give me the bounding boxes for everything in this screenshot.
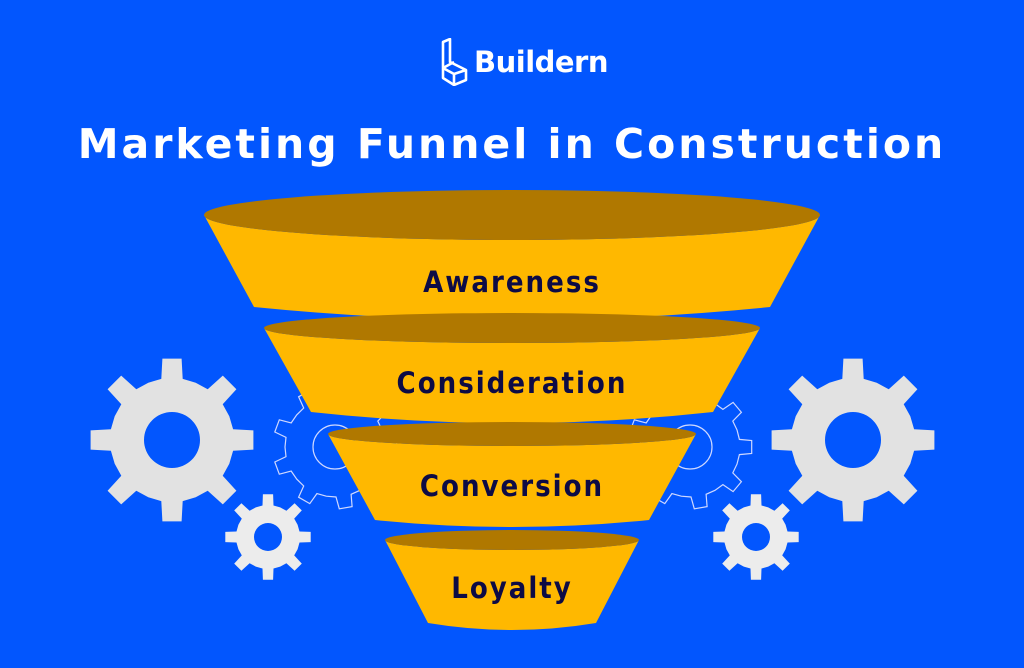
stage-label-awareness: Awareness xyxy=(423,265,601,299)
funnel-segment-2 xyxy=(264,328,760,423)
gear-small-icon xyxy=(225,494,311,580)
brand-logo: Buildern xyxy=(440,38,609,86)
funnel-segment-4 xyxy=(385,540,639,630)
funnel-segment-3 xyxy=(328,434,696,527)
building-outline-icon xyxy=(441,38,468,86)
page-title: Marketing Funnel in Construction xyxy=(77,120,947,168)
stage-label-loyalty: Loyalty xyxy=(451,571,573,605)
gear-icon xyxy=(771,358,935,522)
brand-name: Buildern xyxy=(474,45,609,79)
funnel-rim-1 xyxy=(204,190,820,240)
funnel-rim-3 xyxy=(328,422,696,446)
gear-icon xyxy=(90,358,254,522)
gear-small-icon xyxy=(713,494,799,580)
funnel-rim-4 xyxy=(385,530,639,550)
stage-label-conversion: Conversion xyxy=(419,469,605,503)
funnel-rim-2 xyxy=(264,313,760,343)
funnel-segment-1 xyxy=(204,215,820,320)
stage-label-consideration: Consideration xyxy=(396,366,628,400)
